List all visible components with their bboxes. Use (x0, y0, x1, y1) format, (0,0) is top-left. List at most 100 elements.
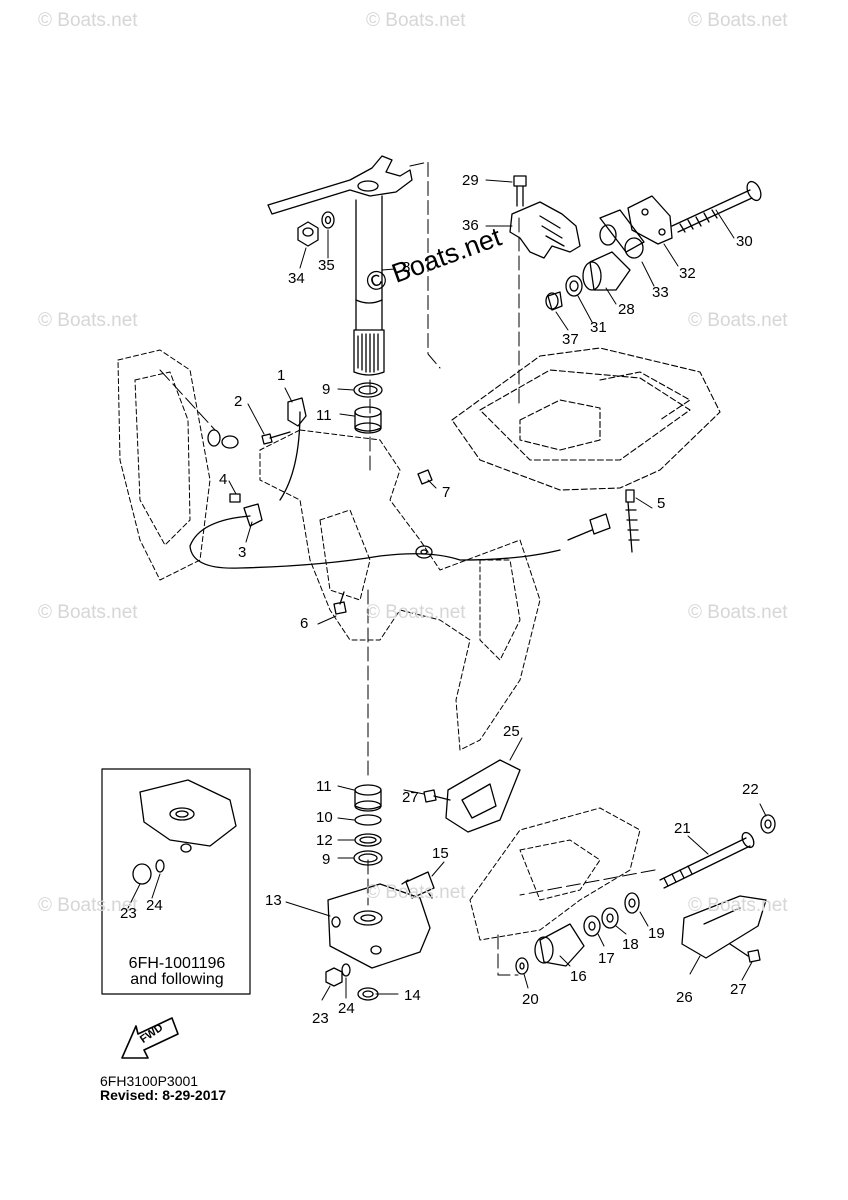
callout-2: 2 (234, 393, 243, 410)
screw-4 (229, 493, 241, 503)
fwd-arrow (121, 1017, 179, 1059)
callout-37: 37 (562, 331, 579, 348)
watermark: © Boats.net (366, 10, 466, 31)
callout-16: 16 (570, 968, 587, 985)
diagram-code: 6FH3100P3001 (100, 1073, 199, 1089)
callout-35: 35 (318, 257, 335, 274)
callout-31: 31 (590, 319, 607, 336)
callout-24: 24 (338, 1000, 355, 1017)
lead-holder-1 (287, 397, 307, 427)
watermark: © Boats.net (688, 310, 788, 331)
callout-23: 23 (312, 1010, 329, 1027)
washer-9-upper (353, 382, 383, 398)
band-3 (243, 503, 263, 527)
callout-15: 15 (432, 845, 449, 862)
inset-box (101, 768, 251, 995)
watermark: © Boats.net (38, 895, 138, 916)
inset-following-label: and following (130, 971, 224, 988)
callout-12: 12 (316, 832, 333, 849)
callout-4: 4 (219, 471, 228, 488)
revised-date: Revised: 8-29-2017 (100, 1087, 227, 1103)
inset-washer (155, 859, 165, 873)
nut-23 (325, 967, 343, 987)
grommet (207, 429, 433, 559)
bolt-21 (659, 831, 755, 889)
watermark: © Boats.net (38, 602, 138, 623)
washer-35 (321, 211, 335, 229)
leader-lines (127, 179, 767, 1001)
callout-1: 1 (277, 367, 286, 384)
plate-32 (627, 195, 673, 245)
callout-8: 8 (402, 259, 411, 276)
callout-29: 29 (462, 172, 479, 189)
callout-10: 10 (316, 809, 333, 826)
callout-20: 20 (522, 991, 539, 1008)
watermark: © Boats.net (38, 10, 138, 31)
callout-3: 3 (238, 544, 247, 561)
lower-case (469, 807, 641, 941)
bushing-11-lower (354, 784, 382, 812)
washer-19 (624, 892, 640, 914)
callout-11-upper: 11 (316, 407, 332, 424)
callout-32: 32 (679, 265, 696, 282)
bolt-27-lower (729, 943, 761, 963)
callout-23-inset: 23 (120, 905, 137, 922)
callout-33: 33 (652, 284, 669, 301)
upper-mount-36 (509, 201, 581, 259)
callout-27-upper: 27 (402, 789, 419, 806)
bolt-29 (513, 175, 527, 207)
callout-26: 26 (676, 989, 693, 1006)
nut-22 (760, 814, 776, 834)
bushing-33 (599, 209, 645, 259)
collar-18 (601, 907, 619, 929)
callout-21: 21 (674, 820, 691, 837)
callout-17: 17 (598, 950, 615, 967)
o-ring-10 (354, 814, 382, 826)
watermark: © Boats.net (688, 10, 788, 31)
bushing-11-upper (354, 406, 382, 434)
callout-30: 30 (736, 233, 753, 250)
inset-serial-label: 6FH-1001196 (128, 955, 226, 972)
watermark: © Boats.net (688, 895, 788, 916)
bolt-30 (671, 180, 762, 233)
cover-26 (681, 895, 767, 959)
washer-12 (354, 833, 382, 847)
callout-25: 25 (503, 723, 520, 740)
callout-9-lower: 9 (322, 851, 331, 868)
steering-yoke-13 (327, 883, 431, 969)
watermark: © Boats.net (366, 882, 466, 903)
engine-base (451, 347, 721, 491)
inset-nut (132, 863, 152, 885)
collar-37 (545, 291, 563, 311)
callout-7: 7 (442, 484, 451, 501)
callout-6: 6 (300, 615, 309, 632)
callout-5: 5 (657, 495, 666, 512)
nut-7 (417, 469, 433, 485)
callout-11-lower: 11 (316, 778, 332, 795)
callout-13: 13 (265, 892, 282, 909)
clamp-bracket (117, 349, 541, 751)
bracket-15 (401, 871, 435, 899)
watermark: © Boats.net (366, 602, 466, 623)
inset-yoke (139, 779, 237, 853)
callout-14: 14 (404, 987, 421, 1004)
callout-27-lower: 27 (730, 981, 747, 998)
callout-19: 19 (648, 925, 665, 942)
callout-34: 34 (288, 270, 305, 287)
damper-25 (445, 759, 521, 833)
washer-20 (515, 957, 529, 975)
callout-9-upper: 9 (322, 381, 331, 398)
rubber-mount-28 (582, 251, 631, 291)
washer-24 (341, 963, 351, 977)
screw-2 (261, 431, 291, 445)
clip-14 (357, 987, 379, 1001)
washer-17 (583, 915, 601, 937)
callout-36: 36 (462, 217, 479, 234)
callout-22: 22 (742, 781, 759, 798)
cable-tie-5 (625, 489, 640, 553)
wire-lead (189, 411, 561, 569)
connector (567, 513, 611, 541)
nut-34 (297, 221, 319, 247)
rubber-mount-16 (534, 923, 585, 967)
